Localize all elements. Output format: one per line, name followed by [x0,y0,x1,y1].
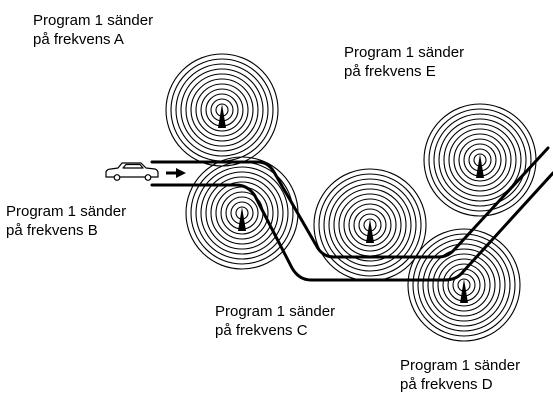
label-frequency-c-line1: Program 1 sänder [215,303,336,320]
label-frequency-c: Program 1 sänder på frekvens C [215,302,335,340]
label-frequency-b: Program 1 sänder på frekvens B [6,202,126,240]
label-frequency-d-line1: Program 1 sänder [400,357,521,374]
label-frequency-a-line1: Program 1 sänder [33,12,154,29]
radio-waves-icon [407,228,521,342]
transmitter-b [185,156,299,270]
label-frequency-b-line1: Program 1 sänder [6,203,127,220]
transmitter-a [165,53,279,167]
car-icon [105,162,159,181]
transmitter-d [407,228,521,342]
transmitter-icon [218,104,226,128]
transmitter-icon [366,219,374,243]
label-frequency-b-line2: på frekvens B [6,222,98,239]
radio-waves-icon [423,103,537,217]
label-frequency-d-line2: på frekvens D [400,376,493,393]
label-frequency-e-line1: Program 1 sänder [344,44,465,61]
transmitter-icon [238,207,246,231]
transmitter-c [313,168,427,282]
transmitter-icon [460,279,468,303]
label-frequency-d: Program 1 sänder på frekvens D [400,356,520,394]
label-frequency-a: Program 1 sänder på frekvens A [33,11,153,49]
label-frequency-a-line2: på frekvens A [33,31,124,48]
direction-arrow-icon [166,168,186,178]
transmitter-e [423,103,537,217]
transmitter-icon [476,154,484,178]
label-frequency-c-line2: på frekvens C [215,322,308,339]
road-upper-edge [150,146,550,259]
road-lower-edge [150,171,553,282]
label-frequency-e: Program 1 sänder på frekvens E [344,43,464,81]
label-frequency-e-line2: på frekvens E [344,63,436,80]
road [150,146,553,282]
